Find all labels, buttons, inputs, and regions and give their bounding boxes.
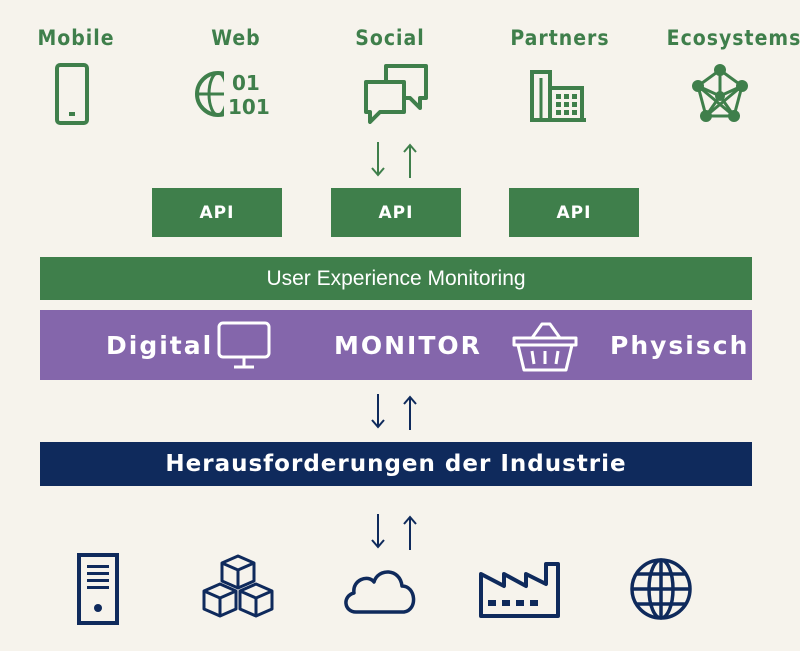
monitor-label-digital: Digital	[106, 330, 214, 360]
channel-label-social: Social	[355, 26, 425, 50]
cloud-icon	[344, 570, 416, 614]
chat-bubbles-icon	[364, 64, 428, 124]
monitor-label-center: MONITOR	[334, 330, 482, 360]
industry-challenges-bar: Herausforderungen der Industrie	[40, 442, 752, 486]
user-experience-monitoring-bar: User Experience Monitoring	[40, 257, 752, 300]
monitor-bar: Digital MONITOR Physisch	[40, 310, 752, 380]
shopping-basket-icon	[512, 322, 578, 372]
monitor-label-physisch: Physisch	[610, 330, 750, 360]
api-box-center: API	[331, 188, 461, 237]
api-box-left: API	[152, 188, 282, 237]
channel-label-mobile: Mobile	[37, 26, 115, 50]
channel-label-partners: Partners	[510, 26, 610, 50]
cubes-icon	[202, 554, 274, 618]
uxm-label: User Experience Monitoring	[266, 266, 526, 290]
api-box-right: API	[509, 188, 639, 237]
factory-icon	[479, 562, 560, 618]
bidirectional-arrows-bottom	[371, 514, 417, 550]
bidirectional-arrows-top	[371, 142, 417, 178]
server-icon	[77, 553, 119, 625]
channel-label-ecosystems: Ecosystems	[666, 26, 800, 50]
industry-label: Herausforderungen der Industrie	[165, 451, 627, 477]
globe-icon	[630, 558, 692, 620]
desktop-monitor-icon	[217, 321, 271, 369]
bidirectional-arrows-middle	[371, 394, 417, 430]
channel-label-web: Web	[211, 26, 261, 50]
office-building-icon	[530, 70, 586, 122]
svg-text:101: 101	[228, 95, 270, 119]
smartphone-icon	[55, 63, 89, 125]
network-icon	[692, 64, 748, 122]
svg-text:01: 01	[232, 71, 260, 95]
globe-binary-icon: 01 101	[195, 70, 274, 120]
